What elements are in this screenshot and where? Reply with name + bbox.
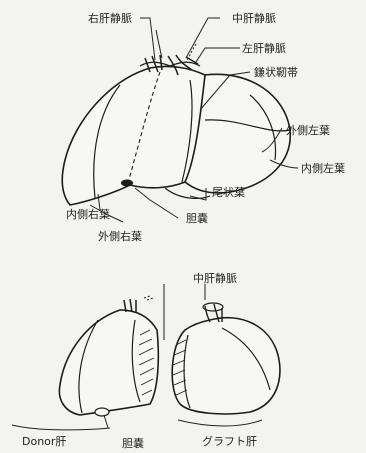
label-left-medial-segment: 内側左葉 [301,161,345,175]
donor-gallbladder-shape [95,408,109,416]
bottom-figure: 中肝静脈 Donor肝 胆嚢 グラフト肝 [12,271,280,450]
label-donor-liver: Donor肝 [22,435,66,448]
label-middle-hepatic-vein: 中肝静脈 [232,11,276,25]
label-middle-hepatic-vein-bottom: 中肝静脈 [193,271,237,285]
label-left-lateral-segment: 外側左葉 [286,123,330,137]
right-lobe-shape [62,66,205,205]
gallbladder-shape [121,180,133,187]
label-right-lateral-segment: 外側右葉 [98,229,142,243]
label-left-hepatic-vein: 左肝静脈 [242,41,286,55]
label-right-hepatic-vein: 右肝静脈 [88,11,132,25]
top-liver-figure: 右肝静脈 中肝静脈 左肝静脈 鎌状靭帯 外側左葉 内側左葉 尾状葉 胆嚢 内側右… [62,11,345,243]
label-right-medial-segment: 内側右葉 [66,207,110,221]
graft-liver-shape [172,318,280,414]
label-falciform-ligament: 鎌状靭帯 [254,65,298,79]
label-graft-liver: グラフト肝 [202,434,257,448]
label-gallbladder-top: 胆嚢 [186,211,208,225]
label-caudate-lobe: 尾状葉 [212,185,245,199]
label-gallbladder-bottom: 胆嚢 [122,436,144,450]
